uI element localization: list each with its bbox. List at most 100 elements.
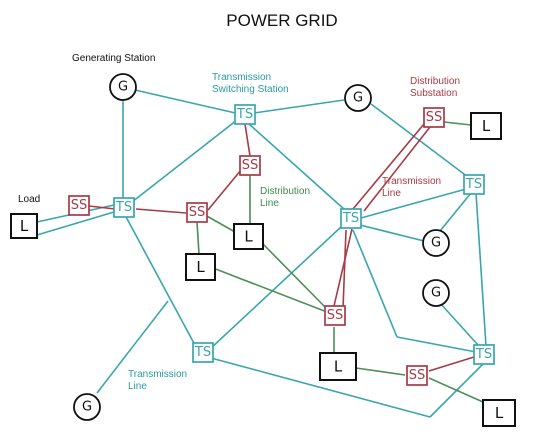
label-transmission-switching-2: Switching Station — [212, 84, 289, 95]
substation-label: SS — [189, 205, 206, 220]
substation-icon — [186, 202, 208, 223]
transmission-line — [475, 192, 487, 347]
distribution-line — [428, 377, 484, 403]
load-icon — [185, 253, 216, 281]
substation-icon — [406, 365, 428, 386]
transmission-line — [439, 302, 479, 346]
label-transmission-switching-1: Transmission — [212, 72, 271, 83]
generator-icon — [344, 84, 372, 112]
switching-station-ts-top: TS — [234, 104, 256, 125]
distribution-line — [443, 121, 472, 126]
substation-link — [207, 169, 242, 211]
substation-link — [244, 123, 251, 157]
load-icon — [10, 213, 38, 239]
substation-label: SS — [426, 110, 443, 125]
load-load-bottom-right: L — [482, 399, 516, 427]
substation-label: SS — [71, 198, 88, 213]
switching-station-label: TS — [194, 345, 211, 360]
substation-ss-bottom: SS — [406, 365, 428, 386]
transmission-line — [96, 300, 169, 394]
transmission-line — [131, 119, 238, 203]
load-label: L — [495, 404, 504, 422]
substation-ss-center: SS — [324, 305, 346, 326]
transmission-line — [210, 357, 431, 418]
switching-station-label: TS — [475, 347, 492, 362]
transmission-line — [253, 99, 345, 114]
generator-label: G — [118, 80, 128, 95]
distribution-line — [196, 221, 200, 255]
load-label: L — [334, 358, 343, 376]
generator-gen-lower-right: G — [422, 279, 450, 307]
generator-icon — [422, 279, 450, 307]
switching-station-icon — [234, 104, 256, 125]
substation-link — [352, 123, 425, 210]
substation-links — [88, 123, 475, 372]
distribution-line — [212, 267, 328, 313]
generator-label: G — [353, 91, 363, 106]
label-transmission-line-red-1: Transmission — [382, 176, 441, 187]
substation-icon — [324, 305, 346, 326]
transmission-line — [209, 226, 342, 350]
generator-icon — [73, 393, 101, 421]
switching-station-ts-center: TS — [340, 208, 362, 229]
load-label: L — [20, 217, 29, 235]
distribution-line — [262, 243, 328, 310]
load-load-top-right: L — [470, 112, 502, 140]
load-label: L — [482, 117, 491, 135]
transmission-line — [124, 214, 197, 348]
substation-label: SS — [409, 368, 426, 383]
substation-link — [363, 126, 431, 212]
generator-label: G — [431, 236, 441, 251]
label-load: Load — [18, 194, 40, 205]
label-distribution-line-1: Distribution — [260, 186, 310, 197]
substation-label: SS — [242, 158, 259, 173]
switching-station-label: TS — [236, 107, 253, 122]
switching-station-icon — [340, 208, 362, 229]
load-icon — [319, 352, 357, 381]
generator-gen-bottom-left: G — [73, 393, 101, 421]
substation-label: SS — [327, 308, 344, 323]
load-load-center: L — [233, 223, 264, 250]
generator-label: G — [82, 400, 92, 415]
substation-link — [88, 205, 116, 210]
generator-icon — [422, 229, 450, 257]
transmission-lines — [36, 88, 487, 418]
label-distribution-substation-1: Distribution — [410, 76, 460, 87]
distribution-lines — [196, 121, 484, 403]
switching-station-ts-bottom-left: TS — [192, 342, 214, 363]
transmission-line — [396, 336, 477, 353]
switching-station-label: TS — [465, 177, 482, 192]
generator-gen-top-left: G — [109, 73, 137, 101]
substation-icon — [239, 155, 261, 176]
substation-link — [342, 229, 347, 310]
substation-link — [428, 356, 475, 372]
label-transmission-line-red-2: Line — [382, 188, 401, 199]
load-load-left: L — [10, 213, 38, 239]
switching-station-ts-right: TS — [463, 174, 485, 195]
transmission-line — [439, 192, 472, 232]
switching-station-ts-bottom-right: TS — [473, 344, 495, 365]
load-icon — [233, 223, 264, 250]
load-icon — [482, 399, 516, 427]
switching-station-icon — [113, 197, 135, 218]
load-load-bottom-center: L — [319, 352, 357, 381]
transmission-line — [359, 224, 425, 242]
generator-label: G — [431, 286, 441, 301]
substation-icon — [423, 107, 445, 128]
switching-station-ts-left: TS — [113, 197, 135, 218]
switching-station-label: TS — [115, 200, 132, 215]
transmission-line — [248, 123, 346, 211]
load-label: L — [196, 258, 205, 276]
substation-link — [333, 228, 353, 307]
load-label: L — [244, 228, 253, 246]
substation-icon — [68, 195, 90, 216]
substation-ss-left: SS — [68, 195, 90, 216]
load-load-mid-left: L — [185, 253, 216, 281]
substation-ss-upper-middle: SS — [239, 155, 261, 176]
label-generating-station: Generating Station — [72, 53, 155, 64]
generator-gen-mid-right: G — [422, 229, 450, 257]
transmission-line — [352, 229, 398, 338]
substation-ss-top-right: SS — [423, 107, 445, 128]
switching-station-icon — [473, 344, 495, 365]
